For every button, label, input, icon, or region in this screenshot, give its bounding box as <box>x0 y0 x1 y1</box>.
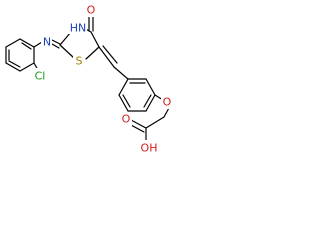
hydroxyl-label: OH <box>141 142 158 155</box>
atom-nh: HN <box>68 20 87 35</box>
aryl-n-bond <box>33 41 43 48</box>
vinyl-aryl-bond <box>113 66 129 80</box>
atom-acid-oh: OH <box>139 140 159 155</box>
phenylene-ring <box>118 78 156 112</box>
ether-oxygen-label: O <box>163 96 172 109</box>
atom-imine-n: N <box>41 34 52 49</box>
chlorine-label: Cl <box>35 70 46 83</box>
ch2-c-bond <box>145 116 165 129</box>
atom-carbonyl-o: O <box>85 3 97 17</box>
carbonyl-double-bond <box>88 14 94 32</box>
molecule-structure: Cl N HN O S O O OH <box>5 3 173 155</box>
exocyclic-double-bond <box>98 45 118 68</box>
nh-label: HN <box>70 22 87 35</box>
thiazolidinone-ring <box>59 27 100 60</box>
atom-acid-o: O <box>120 112 132 126</box>
acid-oxygen-label: O <box>122 113 131 126</box>
imine-double-bond <box>51 39 61 49</box>
sulfur-label: S <box>76 55 83 68</box>
imine-nitrogen-label: N <box>43 36 51 49</box>
carbonyl-oxygen-label: O <box>87 4 96 17</box>
atom-ring-s: S <box>73 53 84 68</box>
atom-ether-o: O <box>161 95 173 109</box>
chlorophenyl-ring <box>5 38 35 72</box>
atom-cl: Cl <box>32 68 48 83</box>
